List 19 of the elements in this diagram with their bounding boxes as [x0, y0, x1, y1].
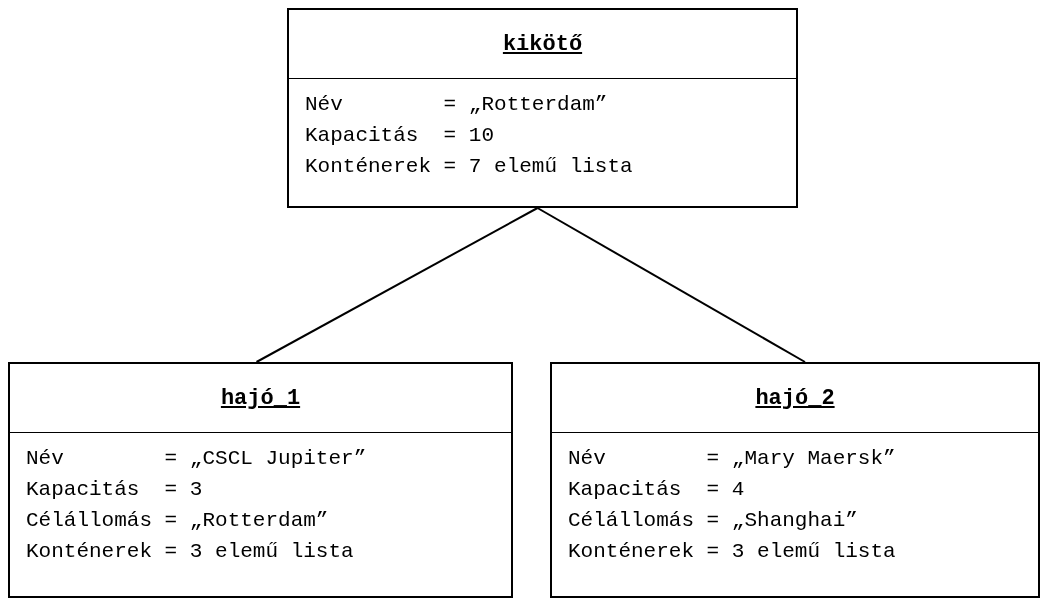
object-name: hajó_2: [755, 385, 835, 411]
attribute-text: Név = „Rotterdam”: [305, 92, 608, 118]
object-box: [550, 362, 1040, 598]
attribute-text: Célállomás = „Shanghai”: [568, 508, 858, 534]
object-box: [287, 8, 798, 208]
link-line: [255, 207, 539, 363]
object-box: [8, 362, 513, 598]
attribute-text: Célállomás = „Rotterdam”: [26, 508, 329, 534]
attribute-text: Konténerek = 3 elemű lista: [26, 539, 354, 565]
attribute-text: Kapacitás = 4: [568, 477, 745, 503]
attribute-text: Konténerek = 7 elemű lista: [305, 154, 633, 180]
attribute-text: Konténerek = 3 elemű lista: [568, 539, 896, 565]
link-line: [536, 207, 806, 363]
object-name: hajó_1: [220, 385, 301, 411]
attribute-text: Név = „CSCL Jupiter”: [26, 446, 367, 472]
attribute-text: Kapacitás = 3: [26, 477, 203, 503]
object-name: kikötő: [502, 31, 583, 57]
attribute-text: Név = „Mary Maersk”: [568, 446, 896, 472]
attribute-text: Kapacitás = 10: [305, 123, 495, 149]
